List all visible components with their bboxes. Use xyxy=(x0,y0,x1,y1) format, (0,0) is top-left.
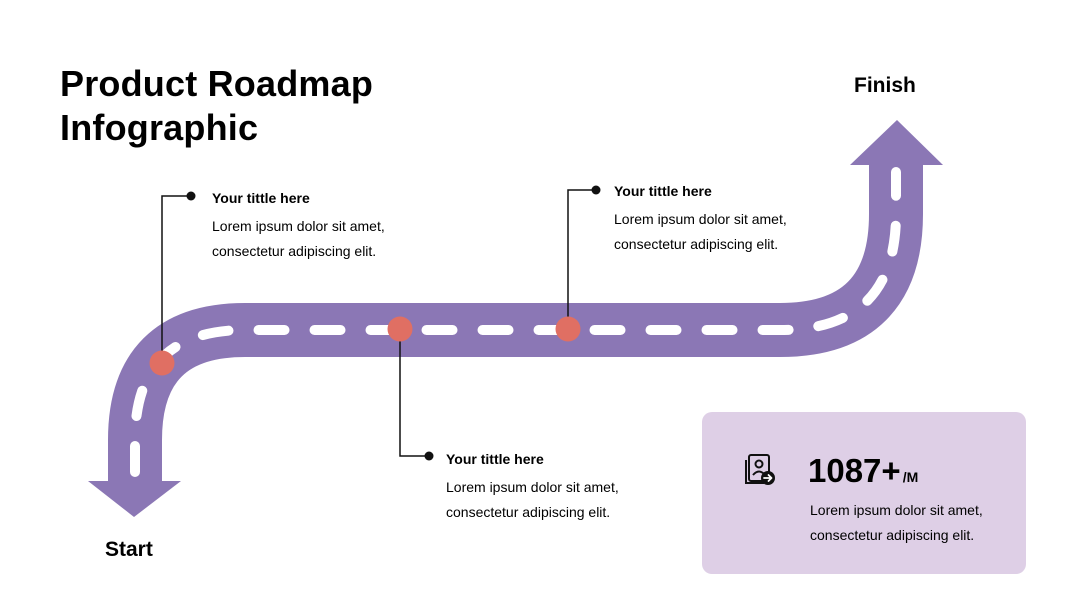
stat-unit: /M xyxy=(902,469,919,485)
milestone-body-line: consectetur adipiscing elit. xyxy=(446,504,611,520)
finish-label: Finish xyxy=(854,74,916,97)
milestone-title: Your tittle here xyxy=(446,451,544,467)
milestone-body: Lorem ipsum dolor sit amet, consectetur … xyxy=(446,475,706,525)
milestone-callout-2: Your tittle here Lorem ipsum dolor sit a… xyxy=(446,451,706,525)
leader-line-1 xyxy=(161,195,190,363)
stat-body-line: consectetur adipiscing elit. xyxy=(810,527,975,543)
milestone-marker-3 xyxy=(555,316,581,342)
leader-dot-3 xyxy=(591,185,601,195)
stat-value: 1087+/M xyxy=(808,452,918,490)
title-line-2: Infographic xyxy=(60,107,259,148)
page-title: Product Roadmap Infographic xyxy=(60,62,373,150)
milestone-body: Lorem ipsum dolor sit amet, consectetur … xyxy=(614,207,874,257)
milestone-body-line: Lorem ipsum dolor sit amet, xyxy=(614,211,787,227)
stat-body-line: Lorem ipsum dolor sit amet, xyxy=(810,502,983,518)
start-arrow-head xyxy=(88,481,181,517)
road-lane-dashes xyxy=(130,167,901,477)
milestone-title: Your tittle here xyxy=(212,190,310,206)
milestone-body-line: Lorem ipsum dolor sit amet, xyxy=(212,218,385,234)
milestone-body: Lorem ipsum dolor sit amet, consectetur … xyxy=(212,214,472,264)
stat-number: 1087+ xyxy=(808,452,901,489)
milestone-body-line: Lorem ipsum dolor sit amet, xyxy=(446,479,619,495)
stat-description: Lorem ipsum dolor sit amet, consectetur … xyxy=(810,498,1020,548)
milestone-callout-1: Your tittle here Lorem ipsum dolor sit a… xyxy=(212,190,472,264)
milestone-title: Your tittle here xyxy=(614,183,712,199)
start-label: Start xyxy=(105,538,153,561)
leader-line-2 xyxy=(399,330,428,457)
leader-dot-1 xyxy=(186,191,196,201)
milestone-marker-2 xyxy=(387,316,413,342)
milestone-body-line: consectetur adipiscing elit. xyxy=(212,243,377,259)
stat-card: 1087+/M Lorem ipsum dolor sit amet, cons… xyxy=(702,412,1026,574)
title-line-1: Product Roadmap xyxy=(60,63,374,104)
user-card-arrow-icon xyxy=(745,454,775,485)
finish-arrow-head xyxy=(850,120,943,165)
milestone-body-line: consectetur adipiscing elit. xyxy=(614,236,779,252)
milestone-marker-1 xyxy=(149,350,175,376)
leader-dot-2 xyxy=(424,451,434,461)
leader-line-3 xyxy=(567,189,595,329)
milestone-callout-3: Your tittle here Lorem ipsum dolor sit a… xyxy=(614,183,874,257)
